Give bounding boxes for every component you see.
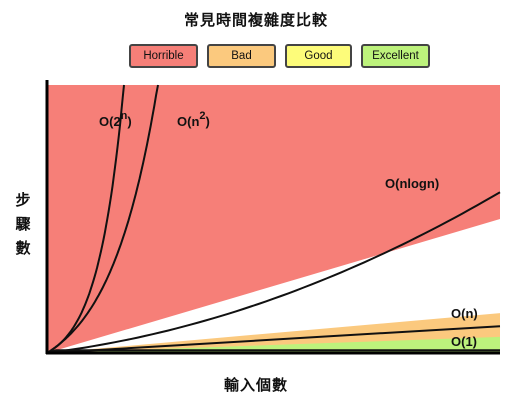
- regions-layer: [47, 85, 500, 353]
- legend-label-excellent: Excellent: [372, 50, 419, 62]
- series-label-o-2-n-: O(2n): [99, 110, 132, 129]
- region-horrible: [47, 85, 500, 353]
- series-label-o-n-2-: O(n2): [177, 110, 210, 129]
- series-label-o-n-: O(n): [451, 306, 478, 321]
- series-label-o-nlogn-: O(nlogn): [385, 176, 439, 191]
- legend-item-good: Good: [285, 44, 352, 68]
- legend-item-horrible: Horrible: [129, 44, 198, 68]
- region-bad: [47, 313, 500, 353]
- axes-layer: [45, 80, 500, 355]
- legend-item-bad: Bad: [207, 44, 276, 68]
- legend-label-good: Good: [304, 50, 333, 62]
- y-axis-label: 步驟數: [15, 191, 31, 257]
- series-line-o-n-2-: [46, 84, 159, 354]
- region-excellent-band: [47, 336, 500, 353]
- legend-item-excellent: Excellent: [361, 44, 430, 68]
- legend-label-bad: Bad: [231, 50, 252, 62]
- legend-label-horrible: Horrible: [143, 50, 184, 62]
- x-axis-label: 輸入個數: [223, 376, 288, 394]
- series-line-o-n-: [46, 325, 501, 354]
- series-line-o-nlogn-: [46, 191, 501, 354]
- chart-title: 常見時間複雜度比較: [183, 11, 328, 29]
- curve-labels-layer: O(2n) O(n2) O(nlogn) O(n) O(1): [99, 110, 478, 349]
- series-label-o-1-: O(1): [451, 334, 477, 349]
